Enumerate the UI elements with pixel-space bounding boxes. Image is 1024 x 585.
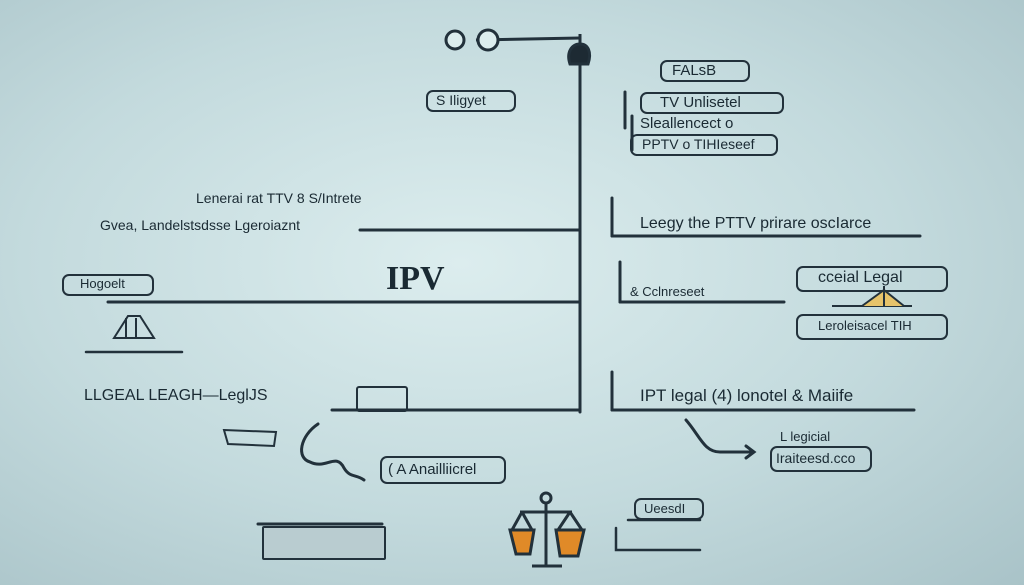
tag-shape	[222, 428, 278, 448]
arrow-icon	[684, 418, 754, 454]
bracket-line	[614, 526, 702, 552]
label-box	[380, 456, 506, 484]
scale-icon	[112, 315, 156, 339]
right-label-5: IPT legal (4) lonotel & Maiife	[640, 386, 854, 405]
left-label-2: Gvea, Landelstsdsse Lgeroiaznt	[100, 217, 301, 233]
label-box	[634, 498, 704, 520]
label-box	[62, 274, 154, 296]
document-icon	[356, 386, 408, 412]
left-label-4: LLGEAL LEAGH—LeglJS	[84, 387, 268, 404]
bottom-label-1: ( A Anailliicrel	[388, 461, 477, 478]
key-icon	[444, 28, 592, 66]
right-label-3: cceial Legal	[818, 269, 903, 286]
scale-icon	[832, 286, 912, 307]
right-label-4: Leroleisacel TIH	[818, 318, 912, 333]
top-right-label-4: PPTV o TIHIeseef	[642, 136, 755, 152]
center-title: IPV	[386, 260, 445, 297]
right-label-1: Leegy the PTTV prirare oscIarce	[640, 215, 872, 232]
label-box	[770, 446, 872, 472]
top-left-tag: S Iligyet	[436, 92, 486, 108]
label-box	[640, 92, 784, 114]
bottom-label-2: UeesdI	[644, 501, 686, 516]
label-box	[796, 314, 948, 340]
top-right-label-2: TV Unlisetel	[660, 94, 741, 111]
top-right-label-1: FALsB	[672, 62, 717, 79]
document-icon	[262, 526, 386, 560]
top-right-label-3: Sleallencect o	[640, 115, 734, 132]
right-label-2: & Cclnreseet	[630, 284, 705, 299]
label-box	[660, 60, 750, 82]
right-label-7: Iraiteesd.cco	[776, 450, 856, 466]
left-label-1: Lenerai rat TTV 8 S/Intrete	[196, 190, 362, 206]
label-box	[630, 134, 778, 156]
right-label-6: L legicial	[780, 429, 831, 444]
label-box	[796, 266, 948, 292]
label-box	[426, 90, 516, 112]
arrow-icon	[300, 422, 366, 482]
left-label-3: Hogoelt	[80, 276, 125, 291]
scale-icon	[508, 491, 586, 568]
arrow-icon	[744, 444, 757, 460]
